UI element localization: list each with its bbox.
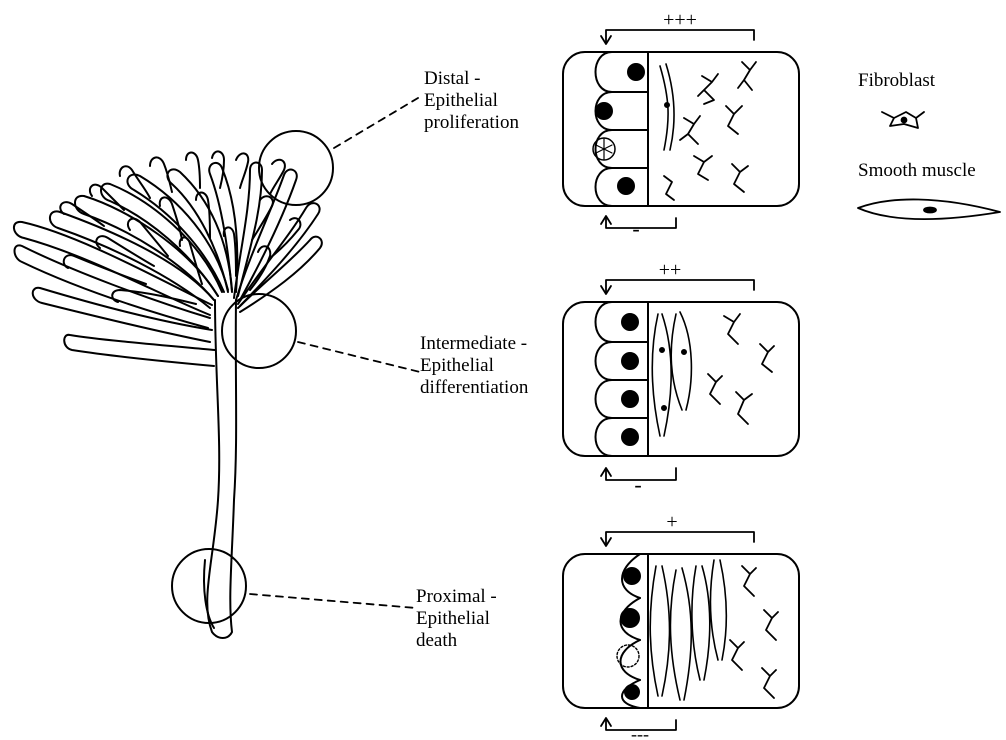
distal-bottom-signal: - [632, 216, 639, 241]
bottom-feedback-arrow [605, 467, 677, 481]
top-feedback-arrow [605, 279, 755, 293]
nucleus [624, 684, 640, 700]
distal-label: Distal - Epithelial proliferation [424, 68, 519, 134]
mitotic-nucleus [592, 137, 616, 161]
distal-leader-line [333, 97, 419, 149]
nucleus [623, 567, 641, 585]
intermediate-region-circle [221, 293, 297, 369]
intermediate-leader-line [297, 341, 421, 373]
proximal-top-signal: + [666, 511, 677, 533]
top-feedback-arrow [605, 531, 755, 545]
smooth-muscle-legend-label: Smooth muscle [858, 160, 976, 181]
branching-gland [13, 150, 323, 639]
proximal-tissue-box [562, 531, 800, 731]
intermediate-bottom-signal: - [634, 472, 641, 497]
nucleus [620, 608, 640, 628]
top-feedback-arrow [605, 29, 755, 43]
fibroblast-legend-icon [881, 111, 925, 129]
nucleus [621, 390, 639, 408]
proximal-region-circle [171, 548, 247, 624]
distal-tissue-box [562, 29, 800, 229]
nucleus [595, 102, 613, 120]
nucleus [627, 63, 645, 81]
bottom-feedback-arrow [605, 719, 677, 731]
proximal-label-line-3: death [416, 630, 458, 651]
bottom-feedback-arrow [605, 217, 677, 229]
proximal-label: Proximal - Epithelial death [416, 586, 497, 652]
distal-top-signal: +++ [663, 9, 697, 31]
intermediate-label: Intermediate - Epithelial differentiatio… [420, 333, 528, 399]
nucleus [617, 177, 635, 195]
duct-stem [206, 299, 238, 639]
intermediate-label-line-1: Intermediate - [420, 333, 528, 354]
intermediate-label-line-3: differentiation [420, 377, 529, 398]
distal-region-circle [258, 130, 334, 206]
apoptotic-cell [616, 644, 640, 668]
fibroblast-legend-label: Fibroblast [858, 70, 936, 91]
intermediate-tissue-box [562, 279, 800, 481]
nucleus [621, 313, 639, 331]
nucleus [621, 428, 639, 446]
distal-label-line-3: proliferation [424, 112, 519, 133]
distal-label-line-1: Distal - [424, 68, 481, 89]
proximal-label-line-1: Proximal - [416, 586, 497, 607]
branch-lower-left [63, 333, 216, 367]
nucleus [621, 352, 639, 370]
intermediate-top-signal: ++ [659, 259, 682, 281]
proximal-bottom-signal: --- [631, 724, 649, 740]
smooth-muscle-legend-icon [857, 198, 1001, 220]
proximal-leader-line [249, 593, 417, 609]
proximal-label-line-2: Epithelial [416, 608, 490, 629]
intermediate-label-line-2: Epithelial [420, 355, 494, 376]
distal-label-line-2: Epithelial [424, 90, 498, 111]
